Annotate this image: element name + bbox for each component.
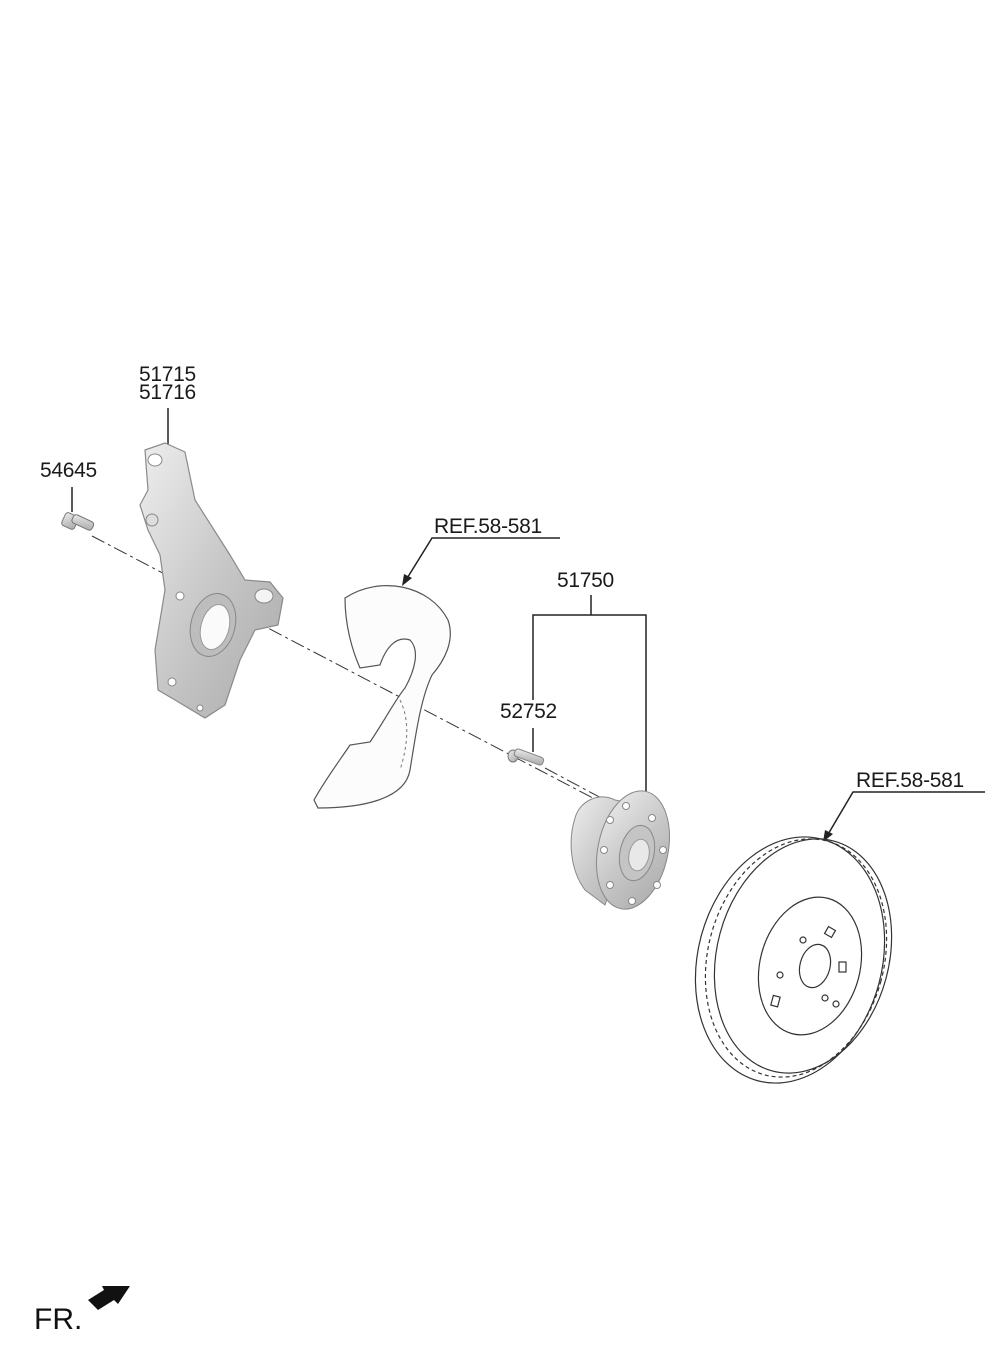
part-number-52752[interactable]: 52752 — [500, 700, 557, 723]
leader-ref-disc — [826, 791, 985, 837]
brake-disc-part — [694, 836, 893, 1084]
part-number-51716[interactable]: 51716 — [139, 381, 196, 404]
ref-dust-cover-link[interactable]: REF.58-581 — [434, 515, 542, 538]
ref-disc-link[interactable]: REF.58-581 — [856, 769, 964, 792]
wheel-hub-bearing-part — [570, 790, 670, 910]
assembly-axis-line — [91, 535, 613, 809]
arrowhead-icon — [402, 574, 412, 586]
front-direction-arrow-icon — [88, 1286, 130, 1310]
bracket-51750 — [532, 614, 647, 806]
steering-knuckle-part — [139, 442, 284, 719]
leader-ref-dust-cover — [405, 537, 560, 581]
bolt-54645-part — [61, 512, 95, 531]
dust-cover-part — [313, 585, 451, 809]
part-number-51715[interactable]: 51715 — [139, 363, 196, 386]
front-direction-label: FR. — [34, 1303, 83, 1336]
leader-lines — [71, 408, 985, 837]
part-number-54645[interactable]: 54645 — [40, 459, 97, 482]
part-number-51750[interactable]: 51750 — [557, 569, 614, 592]
hub-bolt-52752-part — [507, 748, 545, 766]
bolt-axis-line — [544, 767, 606, 801]
